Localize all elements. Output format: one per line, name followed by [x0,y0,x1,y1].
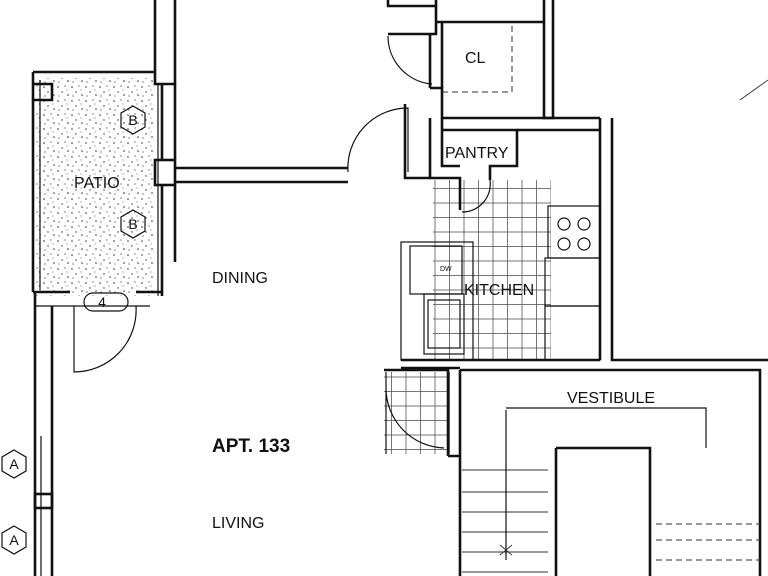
svg-text:B: B [128,216,137,232]
svg-text:A: A [9,532,19,548]
window-tag-b-lower: B [120,209,146,239]
vestibule-area [384,368,762,576]
closet-area [386,0,768,120]
entry-door-swing [347,107,409,173]
vestibule-tile-floor [384,372,450,454]
closet-door-swing [387,35,433,85]
vestibule-door-swing [385,372,445,454]
dining-partition [175,104,430,184]
door-tag-4: 4 [83,292,129,312]
patio-door-swing [73,305,137,373]
patio-label: PATIO [74,175,120,192]
dishwasher-label: DW [440,266,452,273]
svg-text:B: B [128,112,137,128]
svg-text:A: A [9,456,19,472]
stair-treads [462,410,548,573]
exterior-wall-west-upper [153,0,177,296]
window-tag-a-upper: A [1,449,27,479]
vestibule-label: VESTIBULE [567,390,655,407]
closet-label: CL [465,50,486,67]
exterior-wall-west-lower [33,292,54,576]
apartment-number: APT. 133 [212,436,290,457]
dining-label: DINING [212,270,268,287]
patio-area [31,70,162,373]
kitchen-label: KITCHEN [464,282,534,299]
window-tag-b-upper: B [120,105,146,135]
kitchen-tile-floor [433,180,551,360]
pantry-label: PANTRY [445,145,509,162]
kitchen-area [400,118,768,370]
patio-paving [36,78,154,296]
living-label: LIVING [212,515,264,532]
svg-text:4: 4 [98,294,106,310]
window-tag-a-lower: A [1,525,27,555]
pantry-door-swing [461,179,491,213]
